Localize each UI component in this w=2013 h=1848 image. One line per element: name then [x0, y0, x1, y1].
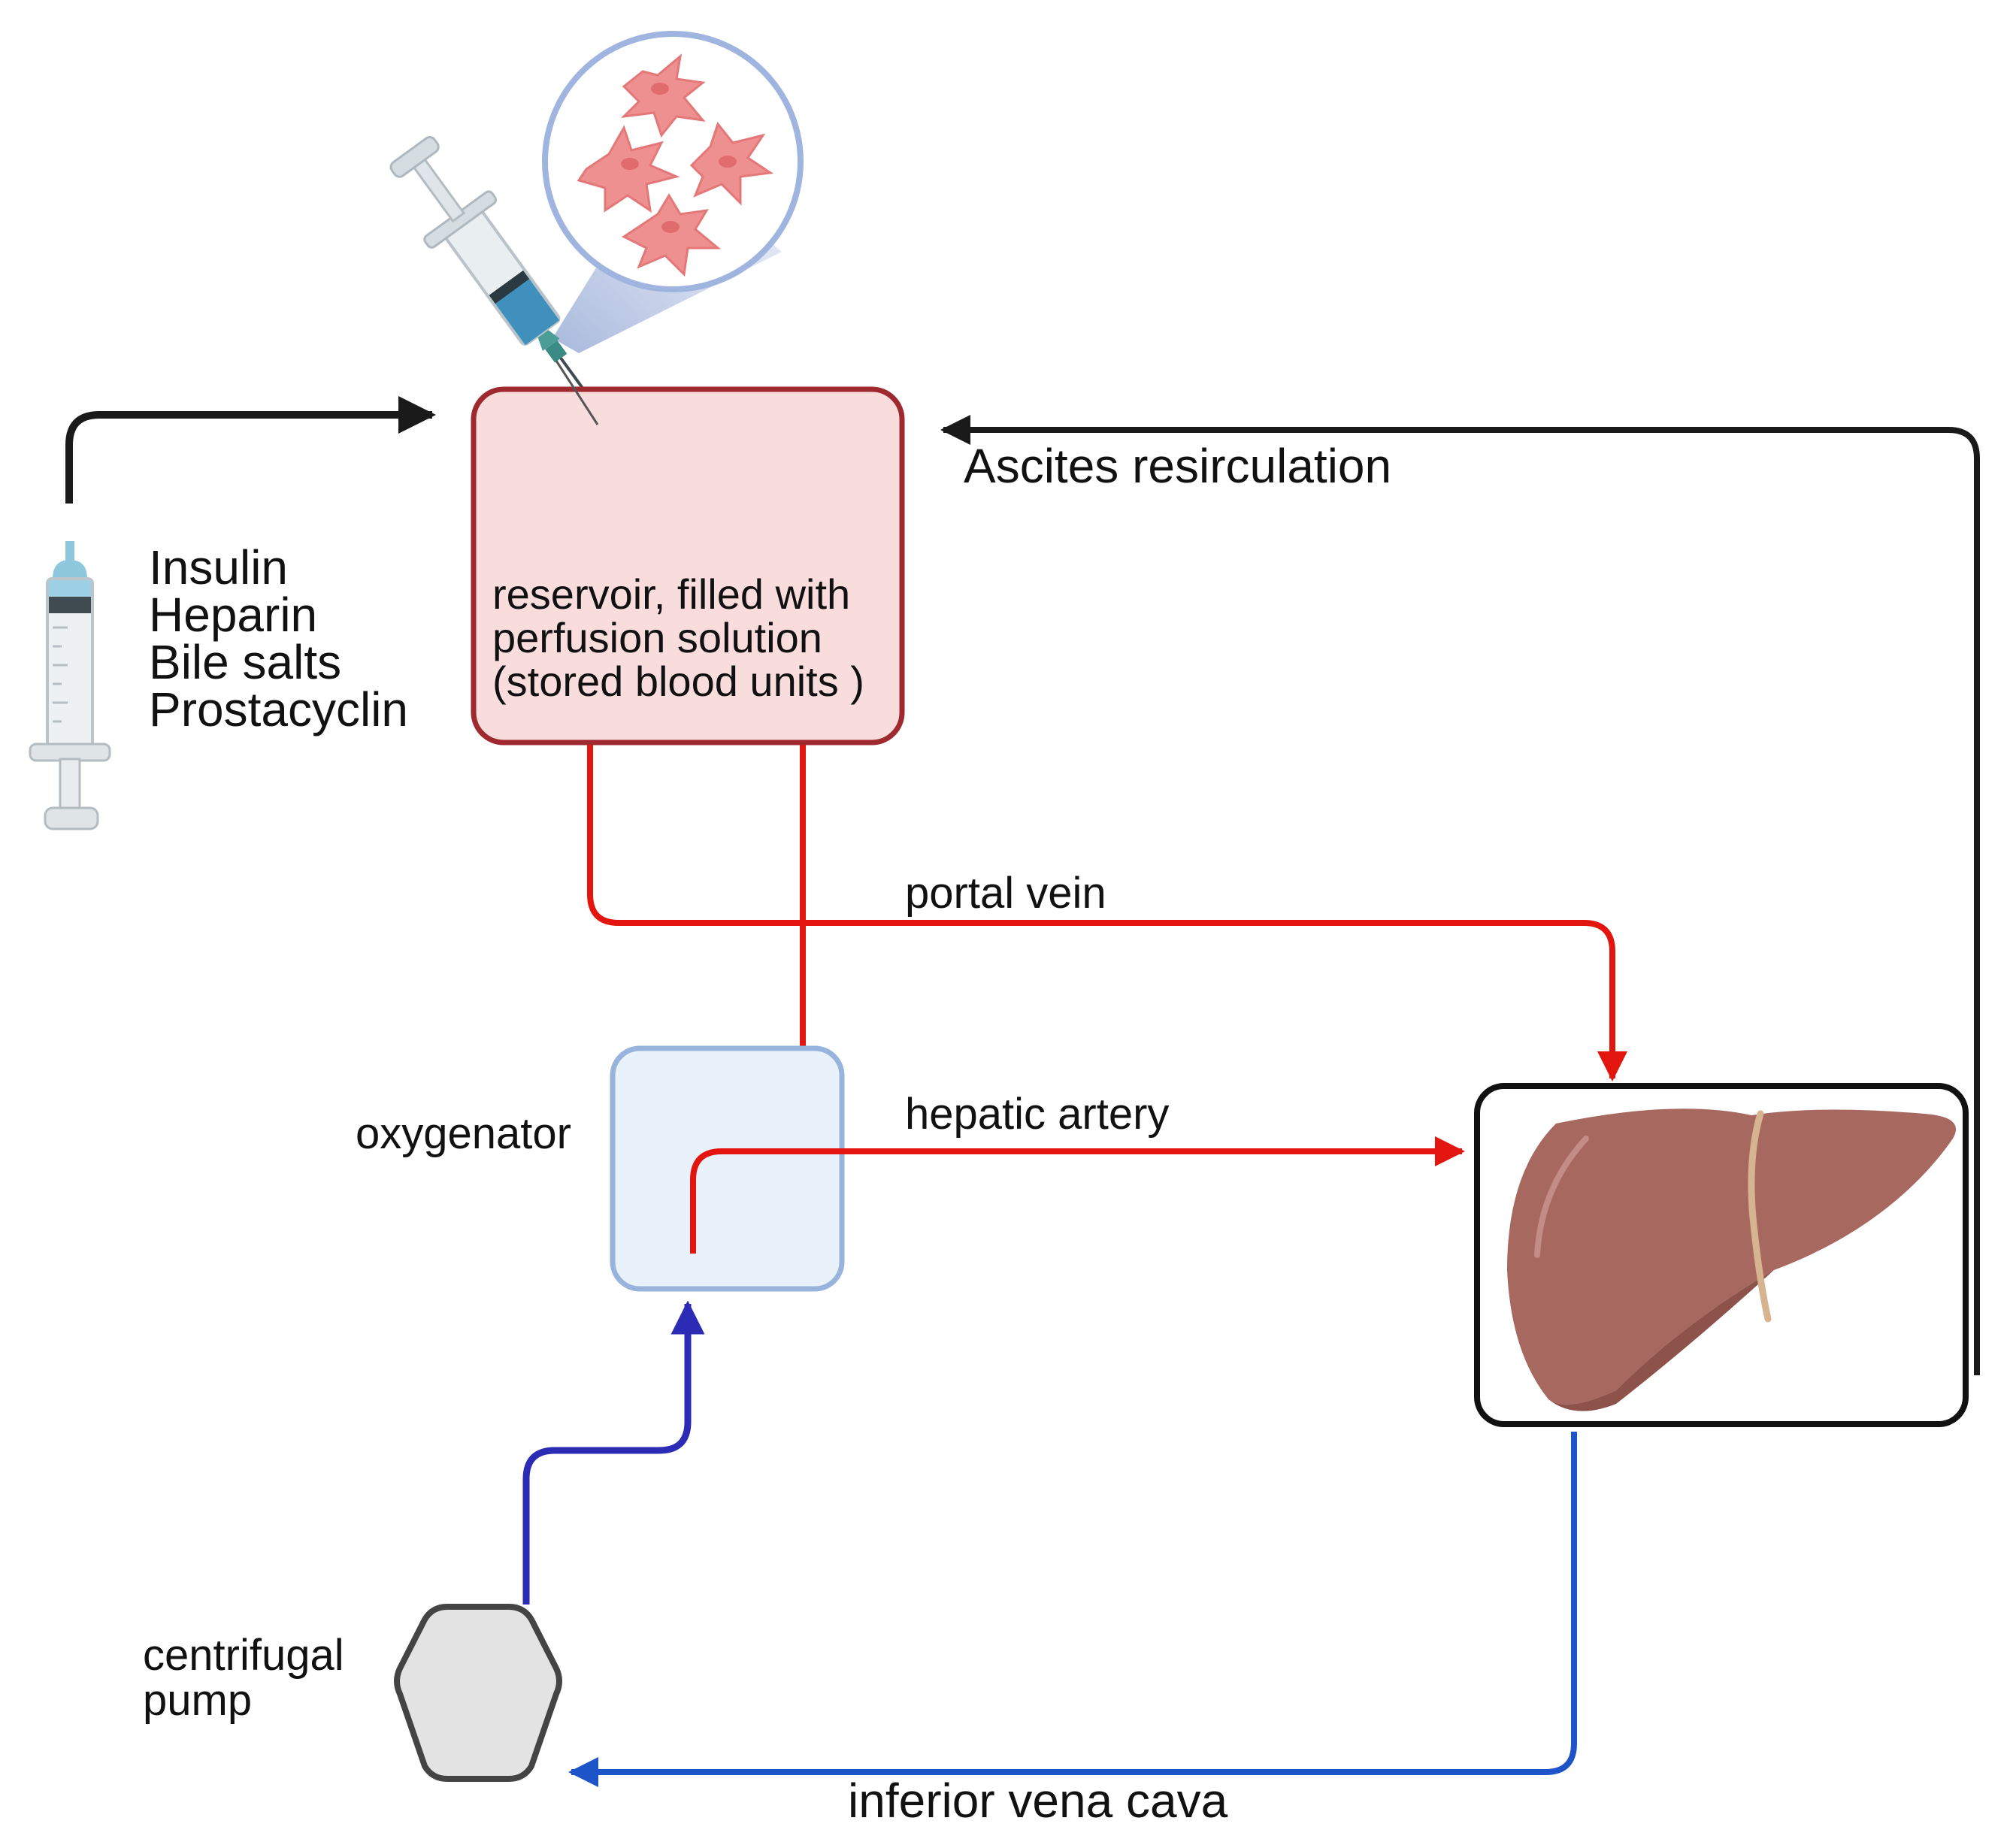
pump-label-line-2: pump [143, 1676, 252, 1725]
inferior-vena-cava-line [568, 1432, 1577, 1787]
pump-to-oxygenator-line [522, 1300, 705, 1605]
additives-arrow [65, 396, 436, 504]
liver-icon [1507, 1108, 1957, 1411]
additive-heparin: Heparin [149, 588, 317, 642]
syringe-icon [29, 541, 111, 830]
reservoir-line-2: perfusion solution [492, 614, 822, 661]
injection-needle [555, 360, 599, 425]
ascites-label: Ascites resirculation [964, 439, 1391, 493]
reservoir-line-3: (stored blood units ) [492, 658, 864, 705]
reservoir-line-1: reservoir, filled with [492, 570, 850, 618]
injection-syringe-icon [389, 136, 601, 413]
pump-icon [394, 1604, 562, 1782]
additives-list: Insulin Heparin Bile salts Prostacyclin [149, 540, 408, 736]
pump-label: centrifugal pump [143, 1631, 344, 1725]
portal-vein-label: portal vein [905, 869, 1106, 918]
hepatic-artery-label: hepatic artery [905, 1090, 1169, 1139]
oxygenator-label: oxygenator [356, 1109, 571, 1158]
hepatocyte-cells-icon [542, 31, 804, 353]
additive-insulin: Insulin [149, 540, 288, 594]
ivc-label: inferior vena cava [848, 1774, 1228, 1828]
ascites-recirculation-arrow [940, 415, 1980, 1375]
oxygenator-box [610, 1045, 845, 1292]
reservoir-label: reservoir, filled with perfusion solutio… [492, 570, 864, 705]
portal-vein-line [587, 744, 1627, 1081]
additive-prostacyclin: Prostacyclin [149, 682, 408, 736]
additive-bile-salts: Bile salts [149, 635, 341, 689]
reservoir-box [471, 386, 905, 746]
pump-label-line-1: centrifugal [143, 1631, 344, 1680]
hepatic-artery-line [690, 1136, 1465, 1254]
